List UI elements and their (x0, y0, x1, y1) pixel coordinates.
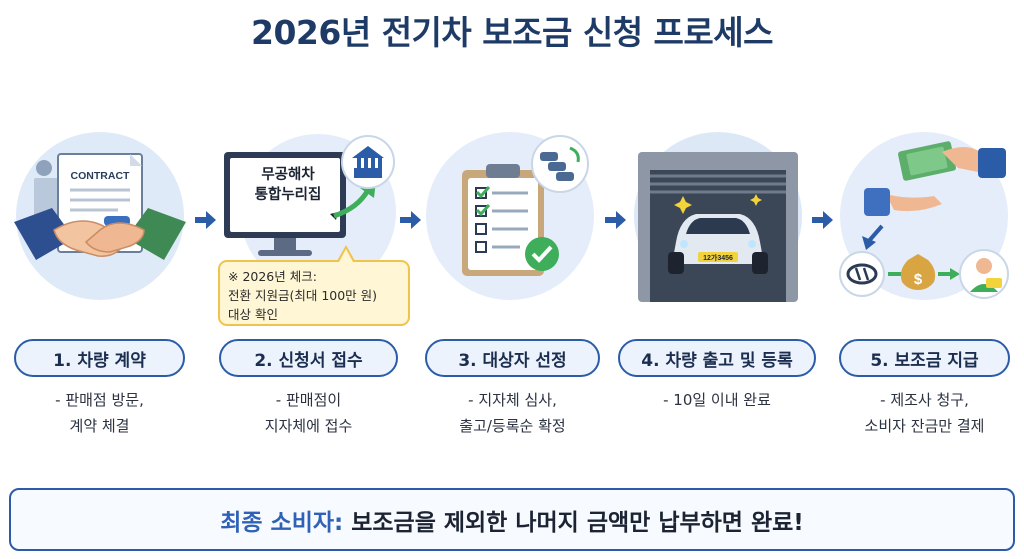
step-1-illustration: CONTRACT (14, 130, 186, 302)
step-2-desc-line-1: - 판매점이 (275, 391, 342, 409)
footer-banner: 최종 소비자: 보조금을 제외한 나머지 금액만 납부하면 완료! (9, 488, 1015, 551)
arrow-right-icon (810, 208, 834, 232)
garage-car-icon: 12가3456 (634, 132, 802, 302)
step-5-label: 5. 보조금 지급 (839, 339, 1010, 377)
government-building-icon (341, 135, 395, 189)
contract-label: CONTRACT (71, 170, 130, 182)
cash-hand-icon (864, 141, 1006, 216)
note-line-3: 대상 확인 (228, 307, 278, 322)
note-line-1: ※ 2026년 체크: (228, 269, 317, 284)
screen-line-2: 통합누리집 (254, 187, 322, 203)
step-2-desc-line-2: 지자체에 접수 (264, 417, 353, 435)
footer-text: 보조금을 제외한 나머지 금액만 납부하면 완료! (351, 509, 804, 536)
step-1-description: - 판매점 방문, 계약 체결 (14, 387, 185, 439)
step-5-illustration: $ (838, 130, 1010, 302)
step-5-description: - 제조사 청구, 소비자 잔금만 결제 (839, 387, 1010, 439)
step-5-desc-line-2: 소비자 잔금만 결제 (864, 417, 985, 435)
plate-label: 12가3456 (703, 253, 733, 262)
step-2-description: - 판매점이 지자체에 접수 (219, 387, 398, 439)
step-3-desc-line-2: 출고/등록순 확정 (459, 417, 566, 435)
step-4-label: 4. 차량 출고 및 등록 (618, 339, 816, 377)
step-3-illustration (424, 130, 596, 302)
step-3-desc-line-1: - 지자체 심사, (468, 391, 557, 409)
handshake-icon: CONTRACT (14, 132, 186, 300)
step-1-desc-line-1: - 판매점 방문, (55, 391, 144, 409)
hyundai-logo-icon (839, 251, 885, 297)
step-5-desc-line-1: - 제조사 청구, (880, 391, 969, 409)
step-1-label: 1. 차량 계약 (14, 339, 185, 377)
step-3-description: - 지자체 심사, 출고/등록순 확정 (425, 387, 600, 439)
screen-line-1: 무공해차 (261, 167, 315, 183)
footer-highlight: 최종 소비자: (220, 509, 344, 536)
note-tail-inner (339, 249, 353, 262)
step-2-label: 2. 신청서 접수 (219, 339, 398, 377)
step-3-label: 3. 대상자 선정 (425, 339, 600, 377)
customer-card-icon (959, 249, 1009, 299)
car-queue-icon (531, 135, 589, 193)
arrow-right-icon (398, 208, 422, 232)
step-1-desc-line-2: 계약 체결 (69, 417, 130, 435)
arrow-right-icon (603, 208, 627, 232)
step-4-desc-line-1: - 10일 이내 완료 (663, 391, 771, 409)
money-bag-icon: $ (900, 254, 936, 290)
note-line-2: 전환 지원금(최대 100만 원) (228, 288, 378, 303)
screen-text: 무공해차 통합누리집 (236, 165, 340, 205)
svg-text:$: $ (914, 271, 923, 288)
check-badge-icon (525, 237, 559, 271)
page-title: 2026년 전기차 보조금 신청 프로세스 (251, 13, 773, 52)
arrow-right-icon (193, 208, 217, 232)
step-2-illustration (218, 132, 396, 304)
note-callout: ※ 2026년 체크: 전환 지원금(최대 100만 원) 대상 확인 (218, 260, 410, 326)
step-4-description: - 10일 이내 완료 (618, 387, 816, 413)
step-4-illustration: 12가3456 (632, 130, 804, 302)
